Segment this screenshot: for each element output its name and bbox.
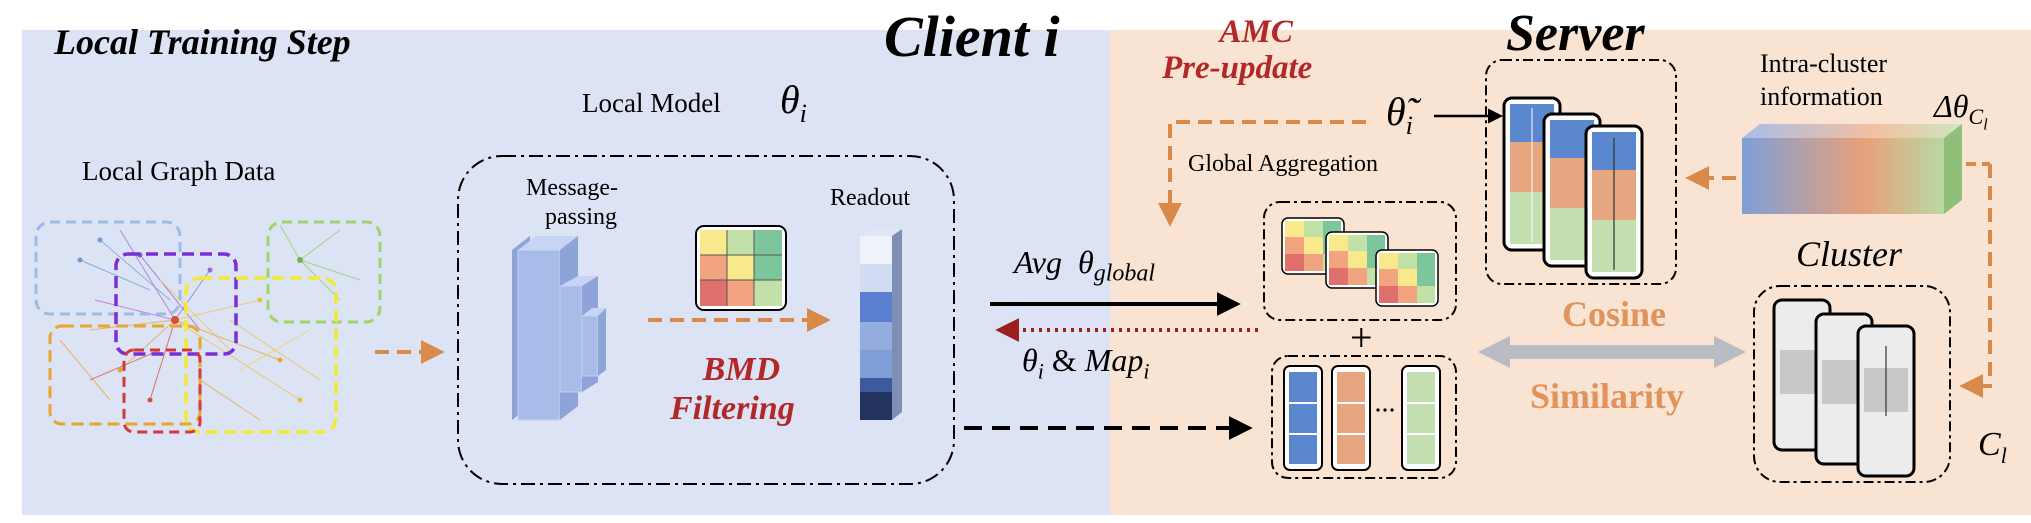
theta-tilde-label: θ̃i <box>1386 89 1413 140</box>
graph-label: Local Graph Data <box>82 156 276 186</box>
local-model-box <box>457 155 955 485</box>
message-passing-layers <box>512 236 606 421</box>
preupdate-stack-bars <box>1502 96 1644 280</box>
graph-nodes <box>77 237 303 403</box>
graph-edges <box>59 224 361 421</box>
similarity-label: Similarity <box>1530 376 1684 416</box>
plus-sign: + <box>1350 315 1373 360</box>
cluster-box <box>1753 285 1951 483</box>
uploaded-maps-box <box>1271 355 1457 479</box>
model-symbol: θi <box>780 77 807 128</box>
model-heatmap <box>695 225 787 311</box>
graph-group-green <box>266 220 382 324</box>
graph-group-purple <box>114 252 238 356</box>
ellipsis-dots <box>1376 408 1394 412</box>
local-graph-illustration <box>34 220 382 434</box>
global-aggregation-box <box>1263 201 1457 321</box>
cosine-similarity-arrow <box>1478 336 1746 368</box>
readout-label: Readout <box>830 185 910 211</box>
cluster-bars <box>1772 298 1916 478</box>
readout-column <box>860 229 902 420</box>
avg-global-label: Avg θglobal <box>1014 244 1156 287</box>
message-passing-label: Message- passing <box>526 175 618 230</box>
upload-label: θi & Mapi <box>1022 342 1150 384</box>
cosine-label: Cosine <box>1562 294 1667 334</box>
intra-cluster-bar <box>1742 124 1962 214</box>
graph-group-blue <box>34 220 182 316</box>
amc-label: AMC Pre-update <box>1162 14 1313 87</box>
graph-group-yellow <box>184 276 338 434</box>
server-title: Server <box>1506 5 1645 62</box>
delta-theta-label: ΔθCl <box>1934 88 1988 134</box>
global-aggregation-label: Global Aggregation <box>1188 151 1378 177</box>
aggregation-heatmap-stack <box>1281 217 1439 307</box>
uploaded-maps-bars <box>1283 365 1441 471</box>
bmd-label: BMD Filtering <box>670 351 795 428</box>
cluster-id-label: Cl <box>1978 426 2007 468</box>
model-label: Local Model <box>582 88 721 118</box>
arrow-intra-to-cluster <box>1959 164 1992 398</box>
graph-group-red <box>122 348 202 434</box>
preupdate-stack-box <box>1485 59 1677 285</box>
section-title: Local Training Step <box>54 22 351 62</box>
intra-cluster-label: Intra-cluster information <box>1760 49 1888 111</box>
client-title: Client i <box>884 4 1060 69</box>
cluster-label: Cluster <box>1796 234 1903 274</box>
